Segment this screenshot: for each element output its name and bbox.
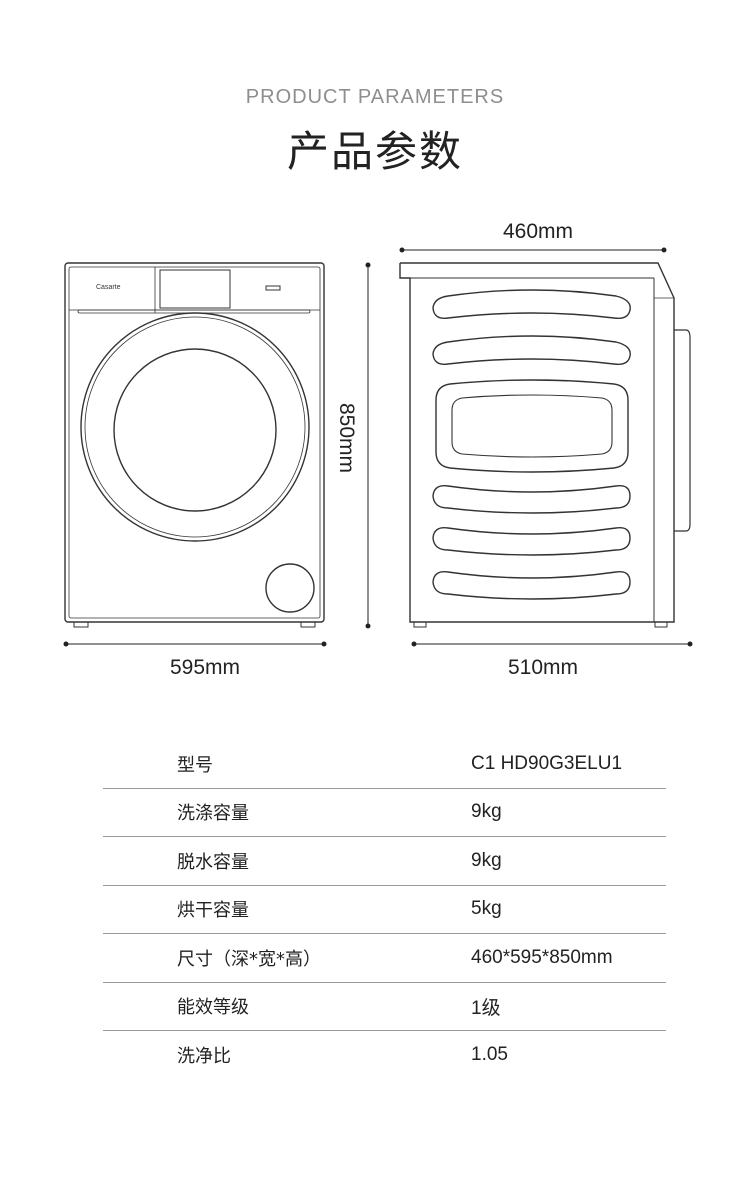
spec-label: 脱水容量	[177, 851, 249, 873]
power-button	[265, 285, 281, 291]
height-label: 850mm	[335, 403, 358, 473]
filter-cover	[265, 563, 315, 613]
spec-table: 型号 C1 HD90G3ELU1 洗涤容量 9kg 脱水容量 9kg 烘干容量 …	[103, 740, 666, 1079]
washer-front-inner	[68, 266, 321, 619]
width-label: 595mm	[170, 656, 240, 679]
table-row: 洗净比 1.05	[103, 1031, 666, 1079]
foot-right	[300, 621, 316, 628]
spec-value: C1 HD90G3ELU1	[471, 752, 623, 774]
table-row: 型号 C1 HD90G3ELU1	[103, 740, 666, 789]
washer-front-body	[64, 262, 325, 623]
title-chinese: 产品参数	[286, 127, 463, 176]
table-row: 烘干容量 5kg	[103, 886, 666, 934]
side-view	[399, 262, 691, 628]
spec-value: 9kg	[471, 849, 502, 871]
display-screen	[159, 269, 231, 309]
door-glass	[113, 348, 277, 512]
front-view	[64, 262, 325, 628]
title-english: PRODUCT PARAMETERS	[245, 86, 505, 108]
spec-label: 洗涤容量	[177, 803, 249, 825]
top-label: 460mm	[503, 220, 573, 243]
table-row: 尺寸（深*宽*高） 460*595*850mm	[103, 934, 666, 983]
spec-value: 9kg	[471, 801, 502, 823]
door-outer	[80, 312, 310, 542]
spec-value: 1级	[471, 997, 501, 1019]
spec-value: 1.05	[471, 1043, 508, 1065]
spec-label: 尺寸（深*宽*高）	[177, 948, 321, 970]
table-row: 脱水容量 9kg	[103, 837, 666, 886]
spec-value: 5kg	[471, 898, 502, 920]
brand-logo: Casarte	[96, 284, 121, 291]
spec-label: 能效等级	[177, 997, 249, 1019]
foot-left	[73, 621, 89, 628]
spec-value: 460*595*850mm	[471, 946, 613, 968]
dimension-diagram: Casarte 595mm 850mm 460mm	[63, 220, 693, 679]
spec-label: 型号	[177, 754, 213, 776]
table-row: 洗涤容量 9kg	[103, 789, 666, 837]
depth-label: 510mm	[508, 656, 578, 679]
spec-label: 烘干容量	[177, 900, 249, 922]
spec-label: 洗净比	[177, 1045, 231, 1067]
table-row: 能效等级 1级	[103, 983, 666, 1031]
